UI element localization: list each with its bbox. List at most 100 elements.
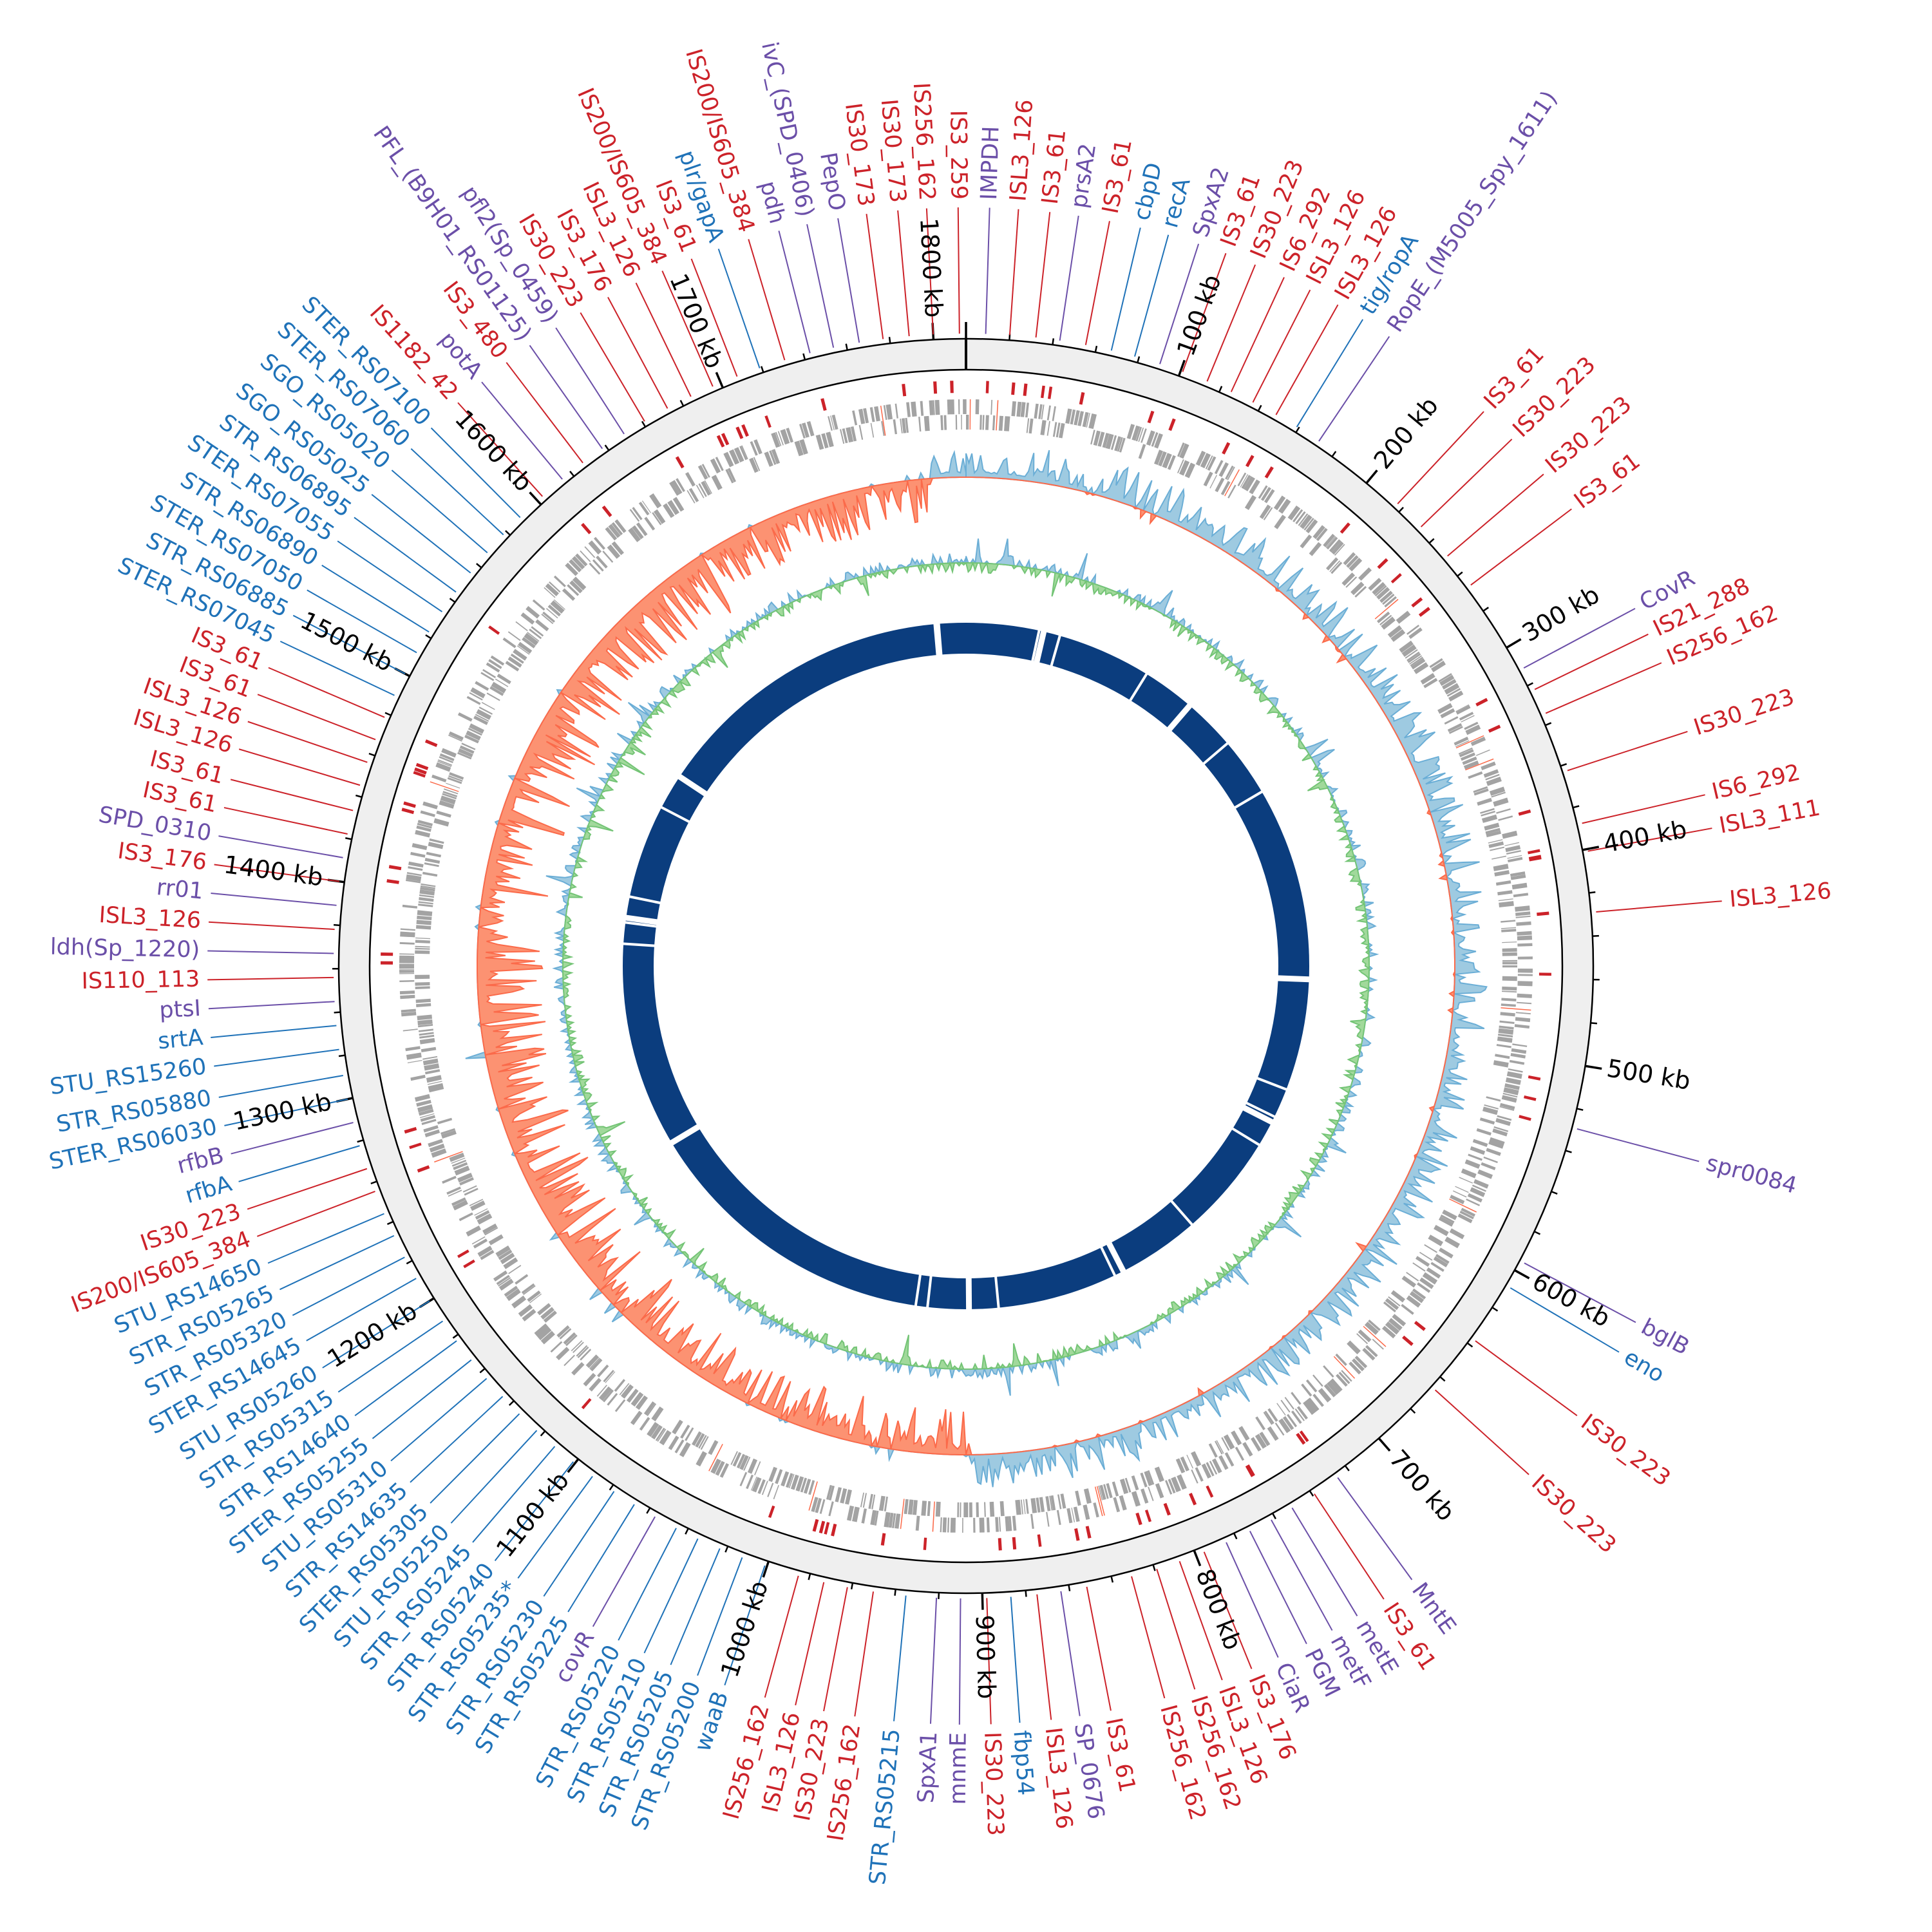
major-tick: [1193, 1549, 1202, 1567]
major-tick: [1177, 359, 1186, 377]
minor-tick: [1544, 722, 1552, 726]
inner-ring-gap: [994, 1276, 1000, 1309]
label-connector: [1110, 227, 1141, 351]
feature-label-gene: PepO: [815, 151, 850, 213]
minor-tick: [1068, 1584, 1071, 1591]
label-connector: [211, 893, 337, 906]
minor-tick: [808, 1573, 811, 1580]
minor-tick: [1573, 805, 1580, 809]
major-tick: [762, 1560, 770, 1578]
label-connector: [1534, 633, 1649, 690]
minor-tick: [1137, 356, 1141, 363]
label-connector: [218, 835, 343, 858]
minor-tick: [1331, 451, 1337, 457]
minor-tick: [1218, 386, 1223, 393]
inner-ring-gap: [1031, 629, 1041, 662]
label-connector: [567, 1504, 635, 1613]
label-connector: [268, 667, 385, 718]
label-connector: [256, 1190, 375, 1237]
label-connector: [321, 564, 430, 633]
label-connector: [224, 1098, 348, 1126]
label-connector: [354, 516, 457, 593]
label-connector: [635, 282, 692, 397]
label-connector: [430, 427, 521, 518]
minor-tick: [641, 421, 647, 428]
label-connector: [957, 207, 960, 334]
label-connector: [238, 748, 361, 786]
label-connector: [218, 1074, 343, 1098]
feature-label-is: ISL3_126: [1728, 878, 1832, 913]
label-connector: [292, 614, 406, 675]
label-connector: [517, 1475, 593, 1579]
tick-label: 400 kb: [1601, 815, 1689, 858]
label-connector: [472, 1446, 556, 1543]
feature-label-is: ISL3_126: [1005, 99, 1038, 202]
inner-ring-gap: [669, 1124, 701, 1146]
minor-tick: [609, 1484, 614, 1491]
label-connector: [837, 218, 860, 343]
minor-tick: [1457, 571, 1463, 577]
label-connector: [211, 1025, 337, 1038]
label-connector: [866, 214, 884, 339]
label-connector: [230, 779, 354, 811]
label-connector: [481, 381, 563, 480]
label-connector: [337, 540, 443, 612]
label-connector: [555, 327, 625, 435]
label-connector: [1009, 209, 1019, 336]
minor-tick: [761, 366, 764, 373]
minor-tick: [1466, 1342, 1473, 1348]
genes-reverse-strand: [415, 414, 1518, 1518]
tick-label: 200 kb: [1368, 392, 1444, 475]
label-connector: [670, 1548, 721, 1665]
major-tick: [567, 1458, 580, 1473]
inner-ring-track: [622, 623, 1310, 1311]
label-connector: [1156, 1568, 1196, 1690]
major-tick: [1378, 1437, 1391, 1452]
label-connector: [717, 249, 761, 369]
label-connector: [1434, 1389, 1530, 1475]
label-connector: [257, 694, 376, 741]
tick-label: 100 kb: [1171, 270, 1227, 359]
tick-label: 500 kb: [1605, 1054, 1692, 1095]
feature-label-is: IS6_292: [1710, 760, 1803, 805]
inner-ring-gap: [1245, 1101, 1276, 1119]
label-connector: [1226, 1542, 1279, 1658]
label-connector: [247, 721, 368, 763]
label-connector: [1524, 1262, 1636, 1323]
label-connector: [697, 1557, 743, 1676]
label-connector: [1131, 1576, 1166, 1699]
ring-inner-edge: [368, 368, 1564, 1564]
label-connector: [1060, 1591, 1081, 1716]
minor-tick: [1482, 607, 1490, 612]
feature-label-locus: srtA: [156, 1025, 204, 1054]
feature-label-is: IS3_61: [1098, 137, 1137, 216]
feature-label-gene: rr01: [155, 875, 204, 905]
minor-tick: [679, 399, 685, 407]
minor-tick: [1533, 1231, 1541, 1235]
minor-tick: [345, 837, 352, 840]
label-connector: [457, 402, 544, 497]
feature-label-is: IS256_162: [908, 82, 940, 201]
label-connector: [306, 1278, 417, 1341]
label-connector: [1470, 508, 1572, 586]
label-connector: [1337, 1477, 1413, 1580]
feature-label-is: ISL3_126: [99, 902, 202, 934]
label-connector: [1271, 1519, 1333, 1631]
label-connector: [1291, 1507, 1358, 1616]
label-connector: [207, 950, 334, 954]
inner-ring-gap: [1166, 703, 1193, 732]
feature-label-is: IS30_223: [1526, 1470, 1621, 1558]
minor-tick: [1110, 1576, 1114, 1583]
label-connector: [1475, 1340, 1578, 1416]
inner-ring-gap: [1231, 1127, 1260, 1146]
label-connector: [371, 494, 471, 574]
label-connector: [354, 1340, 457, 1416]
minor-tick: [1560, 763, 1567, 767]
label-connector: [1010, 1596, 1021, 1723]
label-connector: [893, 1595, 907, 1721]
feature-label-is: IS30_223: [979, 1732, 1008, 1837]
label-connector: [1397, 411, 1484, 504]
gc-skew-negative: [477, 477, 1455, 1456]
minor-tick: [845, 343, 848, 350]
minor-tick: [479, 1368, 486, 1374]
